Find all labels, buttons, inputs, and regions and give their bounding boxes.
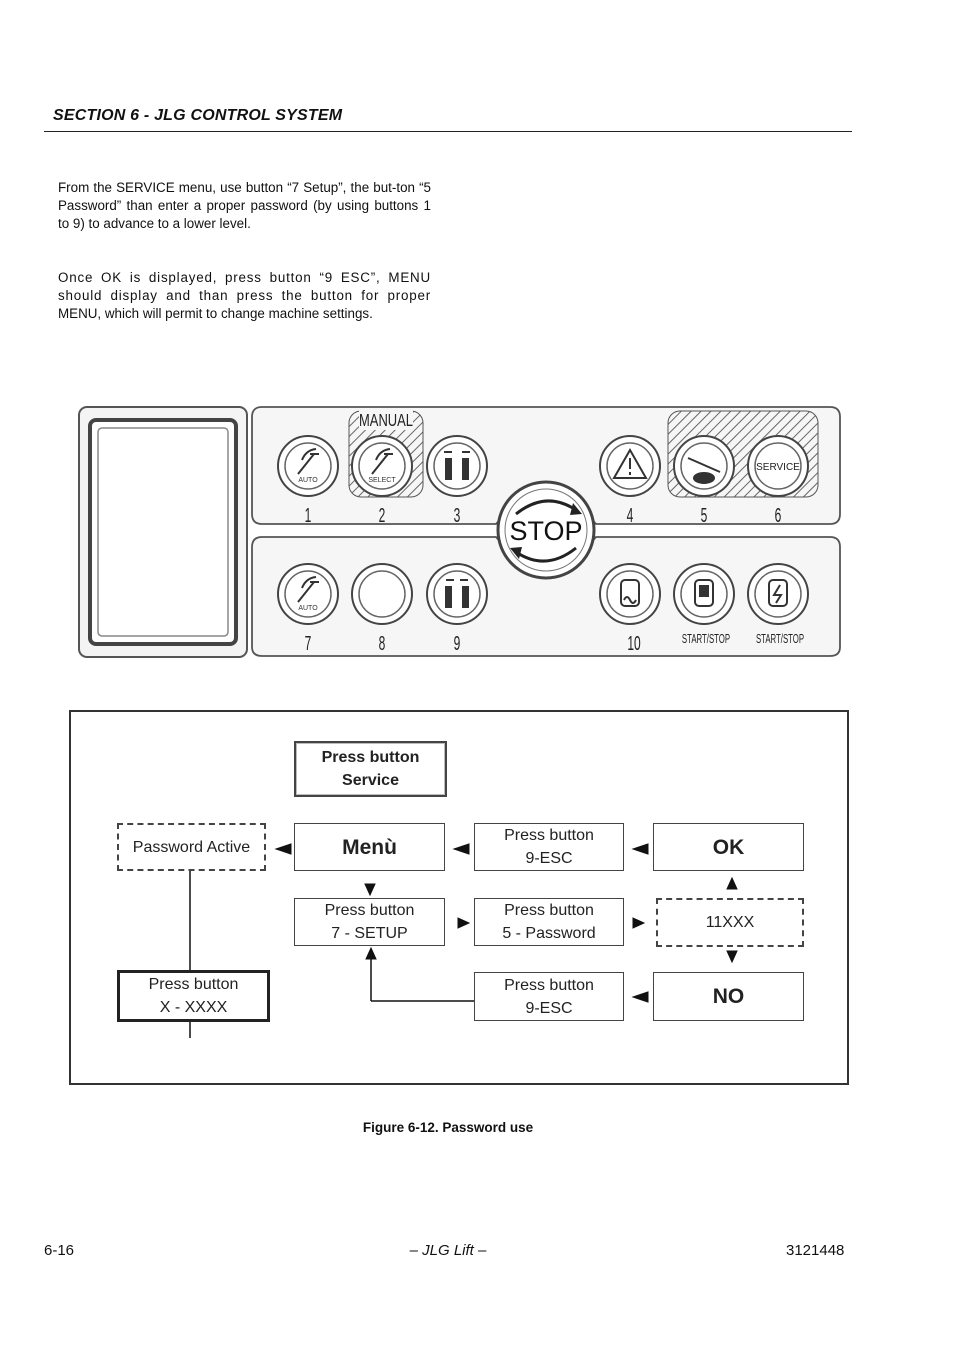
password-box: Press button 5 - Password — [474, 898, 624, 946]
select-boom-icon — [371, 448, 393, 475]
password-line1: Press button — [504, 902, 594, 919]
figure-caption: Figure 6-12. Password use — [362, 1120, 534, 1135]
button-2[interactable]: SELECT — [351, 435, 413, 497]
button-engine-start[interactable] — [673, 563, 735, 625]
esc-bottom-line1: Press button — [504, 976, 594, 994]
label-5: 5 — [701, 505, 708, 527]
glow-plug-icon — [620, 579, 640, 607]
esc-bottom-box: Press button 9-ESC — [474, 972, 624, 1021]
display-screen — [88, 418, 238, 646]
engine-start-icon — [694, 579, 714, 607]
no-label: NO — [712, 985, 745, 1008]
code-box: 11XXX — [656, 898, 804, 947]
manual-label: MANUAL — [359, 411, 413, 431]
menu-box: Menù — [294, 823, 445, 871]
code-label: 11XXX — [705, 914, 755, 931]
password-active-box: Password Active — [117, 823, 266, 871]
button-1[interactable]: AUTO — [277, 435, 339, 497]
header-rule — [44, 131, 852, 132]
service-icon: SERVICE — [756, 462, 800, 473]
svg-text:AUTO: AUTO — [298, 477, 318, 484]
label-7: 7 — [305, 633, 312, 655]
label-2: 2 — [379, 505, 386, 527]
document-number: 3121448 — [786, 1242, 845, 1259]
press-service-box: Press button Service — [294, 741, 447, 797]
label-start-stop-1: START/STOP — [682, 632, 730, 647]
setup-box: Press button 7 - SETUP — [294, 898, 445, 946]
warning-icon — [612, 447, 648, 479]
label-3: 3 — [454, 505, 461, 527]
button-7[interactable]: AUTO — [277, 563, 339, 625]
section-title: SECTION 6 - JLG CONTROL SYSTEM — [53, 107, 343, 124]
label-10: 10 — [627, 633, 640, 655]
auto-boom-icon — [297, 448, 319, 475]
password-flow-diagram: Press button Service Password Active Men… — [69, 710, 849, 1085]
press-xxxx-line1: Press button — [148, 976, 239, 993]
label-start-stop-2: START/STOP — [756, 632, 804, 647]
blank-button-icon — [358, 570, 406, 618]
button-electric-start[interactable] — [747, 563, 809, 625]
control-panel-figure: MANUAL STOP AUTO SELECT — [76, 402, 846, 664]
ok-box: OK — [653, 823, 804, 871]
button-9[interactable] — [426, 563, 488, 625]
esc-top-box: Press button 9-ESC — [474, 823, 624, 871]
password-active-label: Password Active — [132, 838, 251, 856]
stop-label: STOP — [509, 516, 582, 546]
control-panel-drawing: MANUAL STOP AUTO SELECT — [78, 406, 841, 658]
no-box: NO — [653, 972, 804, 1021]
paragraph-2-main: Once OK is displayed, press button “9 ES… — [58, 270, 431, 303]
flow-connectors — [189, 843, 738, 1038]
button-6[interactable]: SERVICE — [747, 435, 809, 497]
paragraph-2: Once OK is displayed, press button “9 ES… — [58, 269, 431, 323]
label-6: 6 — [775, 505, 782, 527]
esc-top-line1: Press button — [504, 827, 594, 844]
menu-label: Menù — [342, 835, 397, 859]
label-9: 9 — [454, 633, 461, 655]
button-5[interactable] — [673, 435, 735, 497]
ok-label: OK — [712, 835, 745, 859]
button-8[interactable] — [351, 563, 413, 625]
press-xxxx-box: Press button X - XXXX — [117, 970, 270, 1022]
page-number: 6-16 — [44, 1242, 75, 1259]
button-10[interactable] — [599, 563, 661, 625]
svg-text:SELECT: SELECT — [368, 477, 396, 484]
esc-bottom-line2: 9-ESC — [525, 999, 573, 1017]
press-xxxx-line2: X - XXXX — [159, 999, 228, 1016]
outrigger-retract-icon — [445, 579, 469, 608]
setup-line2: 7 - SETUP — [331, 925, 408, 942]
esc-top-line2: 9-ESC — [525, 850, 573, 867]
press-service-line2: Service — [342, 772, 399, 789]
footer-center: – JLG Lift – — [409, 1242, 487, 1259]
label-8: 8 — [379, 633, 386, 655]
press-service-line1: Press button — [321, 749, 420, 766]
button-4[interactable] — [599, 435, 661, 497]
setup-line1: Press button — [324, 902, 415, 919]
label-4: 4 — [627, 505, 634, 527]
outrigger-extend-icon — [444, 451, 470, 480]
tracks-icon — [687, 457, 721, 484]
electric-start-icon — [768, 579, 788, 607]
auto-stow-icon — [297, 576, 319, 603]
button-3[interactable] — [426, 435, 488, 497]
label-1: 1 — [305, 505, 312, 527]
svg-text:AUTO: AUTO — [298, 605, 318, 612]
paragraph-2-last: MENU, which will permit to change machin… — [58, 306, 373, 321]
paragraph-1: From the SERVICE menu, use button “7 Set… — [58, 180, 431, 231]
password-line2: 5 - Password — [502, 925, 596, 942]
